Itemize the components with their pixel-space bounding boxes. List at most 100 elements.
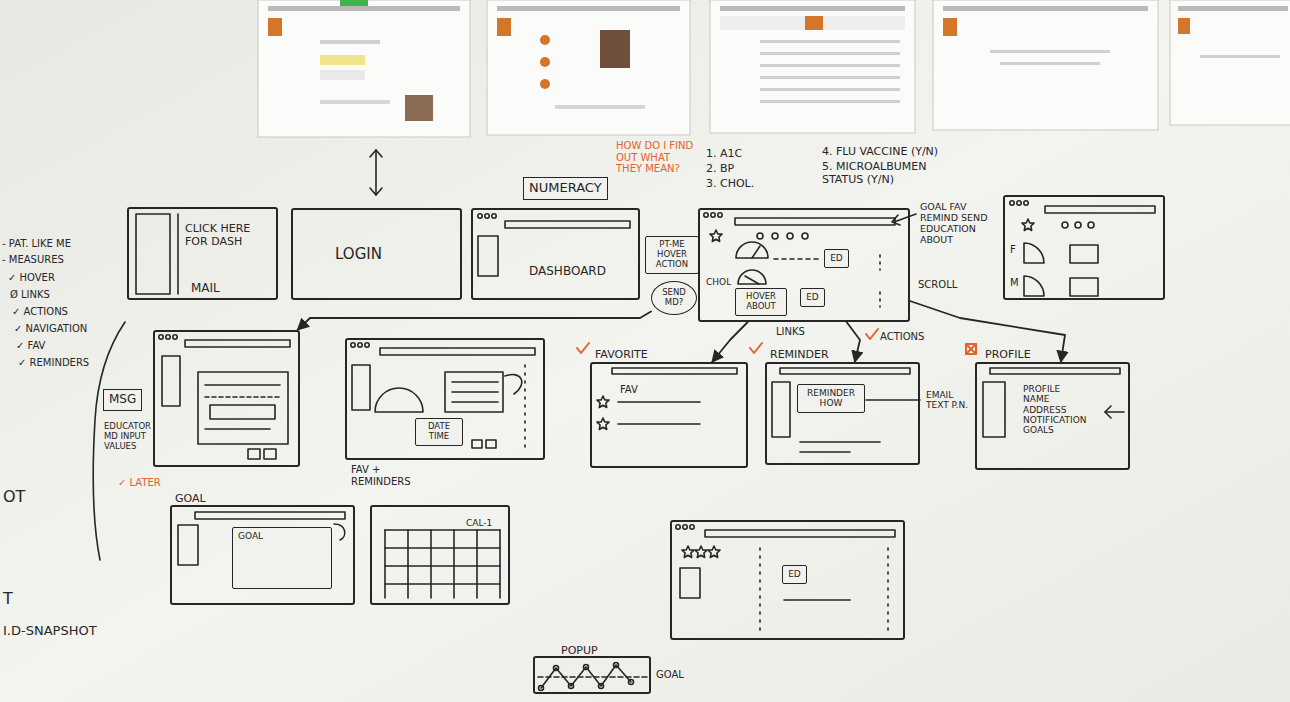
sidebar-sketch xyxy=(772,382,790,437)
form-line xyxy=(205,384,280,386)
list-item: ✓ REMINDERS xyxy=(18,357,89,369)
list-line xyxy=(618,423,700,425)
screen-text: CHOL xyxy=(706,277,731,287)
label-anchor: EMAIL TEXT P.N. xyxy=(926,390,970,411)
sidebar-sketch xyxy=(680,568,700,598)
list-line xyxy=(800,441,880,443)
label-anchor: ✓ FAV xyxy=(16,340,45,352)
grid-line xyxy=(430,530,432,598)
printout-bar xyxy=(1178,6,1288,11)
dot-column xyxy=(887,548,889,632)
sidebar-sketch xyxy=(983,382,1005,437)
fav-reminder-screen: FAV + REMINDERSDATE TIME xyxy=(345,338,545,460)
arrow-head xyxy=(1105,406,1111,418)
printout-photo xyxy=(405,95,433,121)
list-sketch xyxy=(445,372,503,412)
sidebar-sketch xyxy=(352,365,370,410)
url-bar xyxy=(1045,206,1155,213)
box-text: HOVER ABOUT xyxy=(741,292,781,312)
text-anchor: FAVORITE xyxy=(595,343,648,362)
grid-line xyxy=(407,530,409,598)
printout-line xyxy=(1000,62,1100,65)
window-dot xyxy=(676,525,680,529)
text-anchor: PROFILE xyxy=(985,343,1031,362)
goal-label: GOAL xyxy=(656,669,684,681)
box-text: SEND MD? xyxy=(658,288,690,308)
sketch-lines xyxy=(93,150,1155,691)
dot-icon xyxy=(787,233,793,239)
calendar-screen: CAL-1 xyxy=(370,505,510,605)
dot-icon xyxy=(1088,222,1094,228)
url-bar xyxy=(612,368,737,374)
goal-screen: GOALGOAL xyxy=(170,505,355,605)
printout-line xyxy=(760,88,900,91)
text-anchor: FAV + REMINDERS xyxy=(351,464,431,489)
measure-item: 1. A1C xyxy=(706,148,742,161)
printout-line xyxy=(990,50,1110,53)
list-item: ✓ FAV xyxy=(16,340,45,352)
label-anchor: 1. A1C xyxy=(706,148,742,161)
button-sketch xyxy=(248,449,260,459)
label-anchor: 3. CHOL. xyxy=(706,178,754,191)
form-line xyxy=(205,428,270,430)
dot-column xyxy=(759,548,761,632)
actions-note: ACTIONS xyxy=(880,331,924,343)
window-dot xyxy=(358,343,362,347)
screen-text: PROFILE NAME ADDRESS NOTIFICATION GOALS xyxy=(1023,384,1087,436)
window-dot xyxy=(485,214,489,218)
label-anchor: GOAL xyxy=(656,669,684,681)
list-item: - MEASURES xyxy=(2,254,64,266)
window-dot xyxy=(1024,201,1028,205)
check-mark xyxy=(577,343,589,353)
margin-text: I.D-SNAPSHOT xyxy=(3,624,97,639)
printout xyxy=(710,0,915,133)
screen-text: LOGIN xyxy=(335,246,382,263)
star-icon xyxy=(710,230,722,242)
text-anchor: M xyxy=(1010,271,1019,290)
list-item: - PAT. LIKE ME xyxy=(2,238,71,250)
text-anchor: GOAL xyxy=(175,487,206,506)
window-dot xyxy=(718,213,722,217)
reminder-box: REMINDER HOW xyxy=(797,384,865,413)
screen-text: FAV + REMINDERS xyxy=(351,464,431,487)
window-dot xyxy=(478,214,482,218)
button-sketch xyxy=(486,440,496,448)
printout-field xyxy=(320,55,365,65)
callout-note: GOAL FAV REMIND SEND EDUCATION ABOUT xyxy=(920,202,996,246)
data-point xyxy=(629,680,634,685)
box-text: ED xyxy=(788,569,801,579)
screen-text: POPUP xyxy=(561,645,598,658)
measure-item: 3. CHOL. xyxy=(706,178,754,191)
dot-column xyxy=(524,365,526,450)
question-note: HOW DO I FIND OUT WHAT THEY MEAN? xyxy=(616,140,696,175)
label-anchor: LINKS xyxy=(776,326,805,338)
window-dot xyxy=(1017,201,1021,205)
printout-line xyxy=(1200,55,1280,58)
printout-logo xyxy=(497,18,511,36)
scroll-note: SCROLL xyxy=(918,279,957,291)
text-anchor: CHOL xyxy=(706,270,731,289)
screen-text: FAVORITE xyxy=(595,349,648,362)
url-bar xyxy=(735,218,895,225)
dashboard-screen: NUMERACYDASHBOARD xyxy=(471,208,640,300)
text-anchor: MSG xyxy=(103,388,142,411)
gauge-sketch xyxy=(1024,276,1044,296)
dot-icon xyxy=(802,233,808,239)
window-dot xyxy=(166,335,170,339)
text-anchor: REMINDER xyxy=(770,343,829,362)
check-mark xyxy=(866,329,878,339)
grid-line xyxy=(385,583,500,585)
printout-field xyxy=(320,70,365,80)
curved-arrow xyxy=(334,524,345,540)
grid-line xyxy=(384,530,386,598)
text-anchor: F xyxy=(1010,238,1016,257)
screen-text: CAL-1 xyxy=(466,518,492,528)
list-item: ✓ NAVIGATION xyxy=(14,323,87,335)
box-text: PT-ME HOVER ACTION xyxy=(651,240,693,269)
box-text: ED xyxy=(830,253,843,263)
login-screen: LOGIN xyxy=(291,208,462,300)
text-anchor: FAV xyxy=(620,378,638,397)
